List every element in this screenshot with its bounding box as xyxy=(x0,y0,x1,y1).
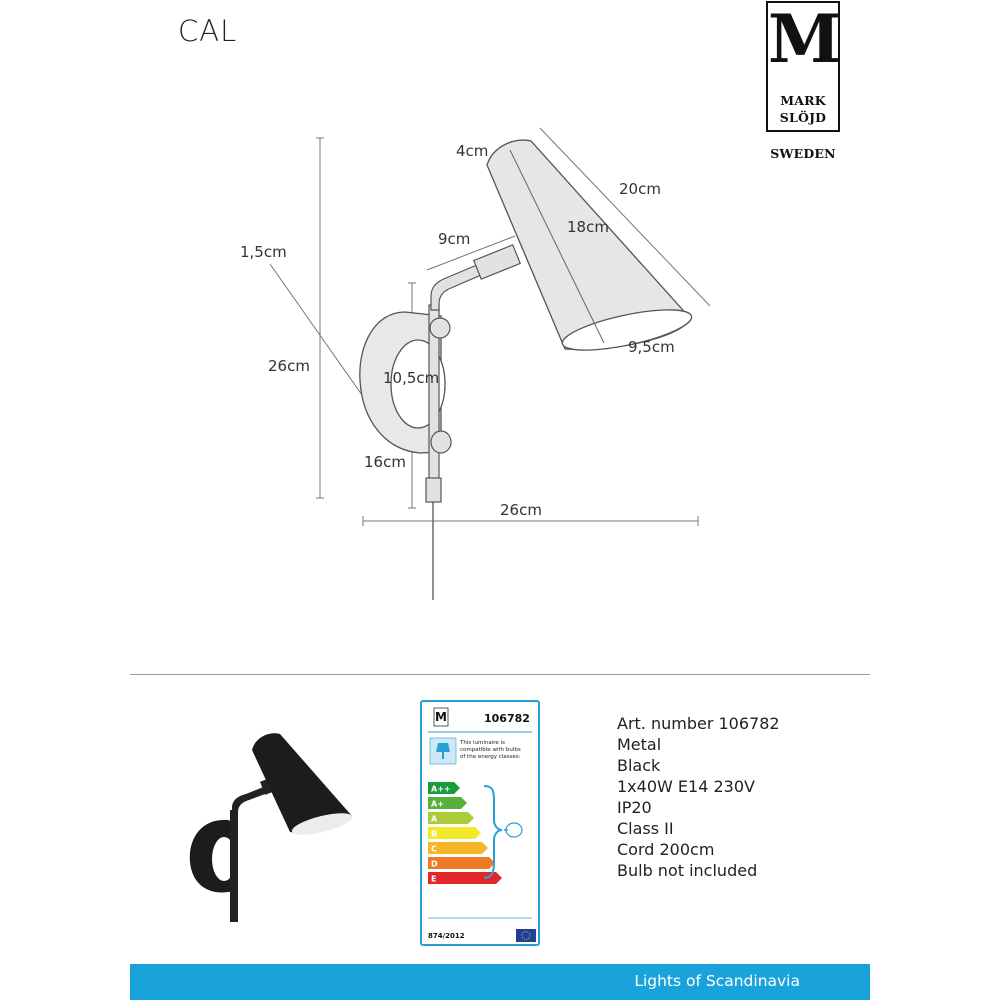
brand-logo: M MARK SLÖJD SWEDEN xyxy=(766,0,842,161)
energy-label-graphic: M 106782 This luminaire is compatible wi… xyxy=(428,707,536,942)
spec-item: Art. number 106782 xyxy=(617,714,780,733)
logo-line2: SLÖJD xyxy=(779,110,827,125)
energy-class-bar xyxy=(428,872,502,884)
label-article: 106782 xyxy=(484,712,530,725)
label-text-3: of the energy classes: xyxy=(460,754,521,760)
spec-list: Art. number 106782 Metal Black 1x40W E14… xyxy=(617,713,780,881)
energy-class-label: D xyxy=(431,860,438,869)
label-regulation: 874/2012 xyxy=(428,932,465,940)
footer-banner: Lights of Scandinavia xyxy=(130,964,870,1000)
logo-letter: M xyxy=(768,0,842,78)
energy-label: M 106782 This luminaire is compatible wi… xyxy=(420,700,540,946)
dim-shade-top: 4cm xyxy=(456,142,488,160)
product-photo xyxy=(189,733,353,922)
spec-item: IP20 xyxy=(617,798,652,817)
energy-class-bar xyxy=(428,797,467,809)
bulb-icon xyxy=(504,822,523,838)
dim-total-width: 26cm xyxy=(500,501,542,519)
spec-item: Bulb not included xyxy=(617,861,758,880)
spec-item: Black xyxy=(617,756,661,775)
footer-tagline: Lights of Scandinavia xyxy=(634,972,800,990)
energy-class-label: E xyxy=(431,875,436,884)
energy-class-bar xyxy=(428,842,488,854)
energy-class-bar xyxy=(428,782,460,794)
energy-class-label: A xyxy=(431,815,438,824)
energy-class-bar xyxy=(428,812,474,824)
section-divider xyxy=(130,674,870,675)
dim-shade-length: 20cm xyxy=(619,180,661,198)
energy-class-bar xyxy=(428,827,481,839)
dim-lower-height: 16cm xyxy=(364,453,406,471)
label-text-1: This luminaire is xyxy=(459,740,505,746)
dim-total-height: 26cm xyxy=(268,357,310,375)
energy-class-label: A+ xyxy=(431,800,444,809)
product-title: CAL xyxy=(178,14,238,48)
technical-drawing: 4cm 20cm 18cm 9cm 1,5cm 26cm 9,5cm 10,5c… xyxy=(240,127,711,600)
spec-item: 1x40W E14 230V xyxy=(617,777,755,796)
logo-line3: SWEDEN xyxy=(770,146,836,161)
spec-item: Metal xyxy=(617,735,662,754)
dim-shade-bottom: 9,5cm xyxy=(628,338,675,356)
dim-arm-length: 9cm xyxy=(438,230,470,248)
energy-class-label: C xyxy=(431,845,437,854)
dim-plate-height: 10,5cm xyxy=(383,369,439,387)
energy-class-label: B xyxy=(431,830,437,839)
energy-class-bar xyxy=(428,857,495,869)
dim-plate-depth: 1,5cm xyxy=(240,243,287,261)
energy-class-label: A++ xyxy=(431,785,451,794)
logo-line1: MARK xyxy=(780,93,826,108)
spec-item: Class II xyxy=(617,819,674,838)
dim-shade-inner: 18cm xyxy=(567,218,609,236)
svg-text:M: M xyxy=(435,710,447,724)
spec-item: Cord 200cm xyxy=(617,840,715,859)
eu-flag-icon xyxy=(516,929,536,942)
label-text-2: compatible with bulbs xyxy=(460,747,521,753)
